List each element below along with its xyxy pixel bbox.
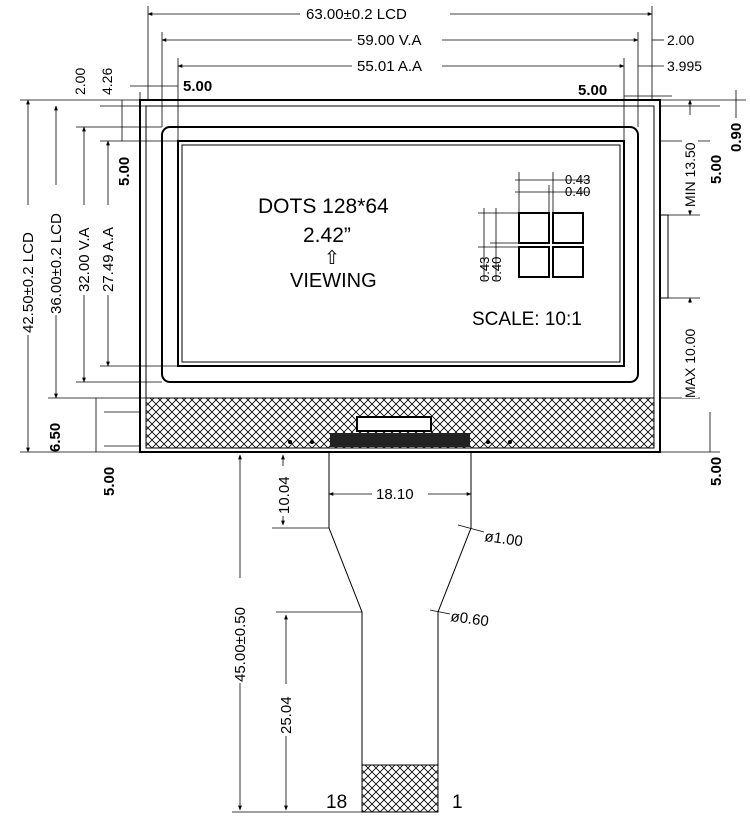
dim-aa-width: 55.01 A.A xyxy=(357,58,422,75)
dim-36-height: 36.00±0.2 LCD xyxy=(48,213,65,314)
dim-left-500: 5.00 xyxy=(183,78,212,95)
top-dim-labels: 63.00±0.2 LCD 59.00 V.A 55.01 A.A 2.00 3… xyxy=(183,5,702,99)
dim-right-2: 2.00 xyxy=(667,32,694,48)
size-label: 2.42” xyxy=(303,224,351,247)
viewing-area xyxy=(161,126,639,383)
pin-1-label: 1 xyxy=(452,792,463,813)
pixel-043-v: 0.43 xyxy=(477,257,492,282)
dim-max-label: MAX 10.00 xyxy=(682,329,698,398)
lcd-glass xyxy=(139,99,669,453)
dim-fpc-1810: 18.10 xyxy=(376,486,414,503)
dim-va-width: 59.00 V.A xyxy=(357,32,422,49)
pixel-040-v: 0.40 xyxy=(489,257,504,282)
dim-top-200: 2.00 xyxy=(72,68,88,95)
dim-bottom-650: 6.50 xyxy=(47,423,64,452)
pixel-040-h: 0.40 xyxy=(565,184,590,199)
dim-left-side-500: 5.00 xyxy=(116,157,133,186)
dim-r-090: 0.90 xyxy=(728,123,745,152)
dim-r-500-bottom: 5.00 xyxy=(708,457,725,486)
dim-lcd-width: 63.00±0.2 LCD xyxy=(306,6,407,23)
viewing-label: VIEWING xyxy=(290,270,377,292)
dim-top-426: 4.26 xyxy=(99,68,115,95)
dots-label: DOTS 128*64 xyxy=(258,195,389,218)
dim-bottom-left-500: 5.00 xyxy=(101,467,118,496)
right-dim-labels: 0.90 5.00 MIN 13.50 MAX 10.00 5.00 xyxy=(682,115,745,486)
left-dim-labels: 2.00 4.26 42.50±0.2 LCD 36.00±0.2 LCD 32… xyxy=(20,68,133,496)
dim-right-3995: 3.995 xyxy=(667,58,702,74)
fpc-dim-labels: 10.04 18.10 ø1.00 ø0.60 45.00±0.50 25.04… xyxy=(232,466,524,813)
dim-dia-060: ø0.60 xyxy=(449,608,489,630)
dim-r-500-top: 5.00 xyxy=(708,155,725,184)
left-dimensions xyxy=(20,99,178,453)
pixel-detail: 0.43 0.40 0.43 0.40 xyxy=(477,172,590,282)
scale-label: SCALE: 10:1 xyxy=(472,309,582,330)
fpc-tail xyxy=(328,452,472,813)
dim-aa-height: 27.49 A.A xyxy=(100,227,117,292)
dim-fpc-total: 45.00±0.50 xyxy=(232,607,249,682)
display-text: DOTS 128*64 2.42” ⇧ VIEWING SCALE: 10:1 xyxy=(258,195,582,330)
fpc-contacts xyxy=(361,764,439,813)
dim-va-height: 32.00 V.A xyxy=(76,227,93,292)
viewing-arrow-icon: ⇧ xyxy=(324,248,340,269)
pin-18-label: 18 xyxy=(326,792,347,813)
dim-right-500: 5.00 xyxy=(578,82,607,99)
dim-fpc-1004: 10.04 xyxy=(276,476,293,514)
dim-fpc-tail: 25.04 xyxy=(278,696,295,734)
dim-min-label: MIN 13.50 xyxy=(682,142,698,207)
fpc-dimensions xyxy=(232,451,485,813)
fpc-bond xyxy=(330,433,470,447)
dim-dia-100: ø1.00 xyxy=(483,528,523,550)
dim-lcd-height: 42.50±0.2 LCD xyxy=(20,232,37,333)
pixel-043-h: 0.43 xyxy=(565,172,590,187)
ic-chip xyxy=(356,416,432,432)
active-area xyxy=(177,140,625,367)
